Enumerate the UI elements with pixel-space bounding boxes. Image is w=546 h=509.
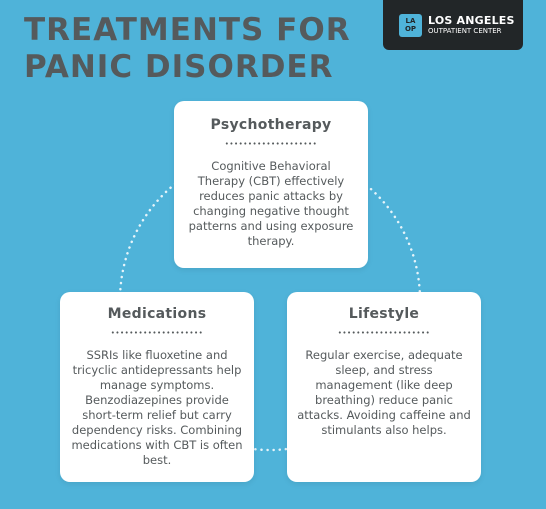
card-body: SSRIs like fluoxetine and tricyclic anti…	[71, 348, 243, 467]
card-heading: Lifestyle	[348, 306, 420, 322]
card-heading: Psychotherapy	[210, 117, 332, 133]
dotted-divider: ••••••••••••••••••••	[224, 140, 318, 148]
logo-subname: OUTPATIENT CENTER	[428, 27, 502, 35]
logo-mark-line-1: LA	[405, 17, 416, 25]
card-body: Regular exercise, adequate sleep, and st…	[297, 348, 471, 437]
card-heading: Medications	[107, 306, 207, 322]
dotted-divider: ••••••••••••••••••••	[110, 329, 204, 337]
card-medications: Medications •••••••••••••••••••• SSRIs l…	[60, 292, 254, 482]
logo-text: LOS ANGELES OUTPATIENT CENTER	[428, 14, 515, 36]
brand-logo: LA OP LOS ANGELES OUTPATIENT CENTER	[383, 0, 523, 50]
title-line-2: PANIC DISORDER	[24, 49, 334, 85]
card-lifestyle: Lifestyle •••••••••••••••••••• Regular e…	[287, 292, 481, 482]
dotted-divider: ••••••••••••••••••••	[337, 329, 431, 337]
logo-mark-icon: LA OP	[399, 13, 422, 37]
logo-mark-line-2: OP	[404, 25, 417, 33]
card-body: Cognitive Behavioral Therapy (CBT) effec…	[188, 159, 354, 248]
card-psychotherapy: Psychotherapy •••••••••••••••••••• Cogni…	[174, 101, 368, 268]
title-line-1: TREATMENTS FOR	[24, 12, 351, 48]
page-title: TREATMENTS FOR PANIC DISORDER	[24, 12, 351, 86]
logo-name: LOS ANGELES	[428, 14, 515, 27]
